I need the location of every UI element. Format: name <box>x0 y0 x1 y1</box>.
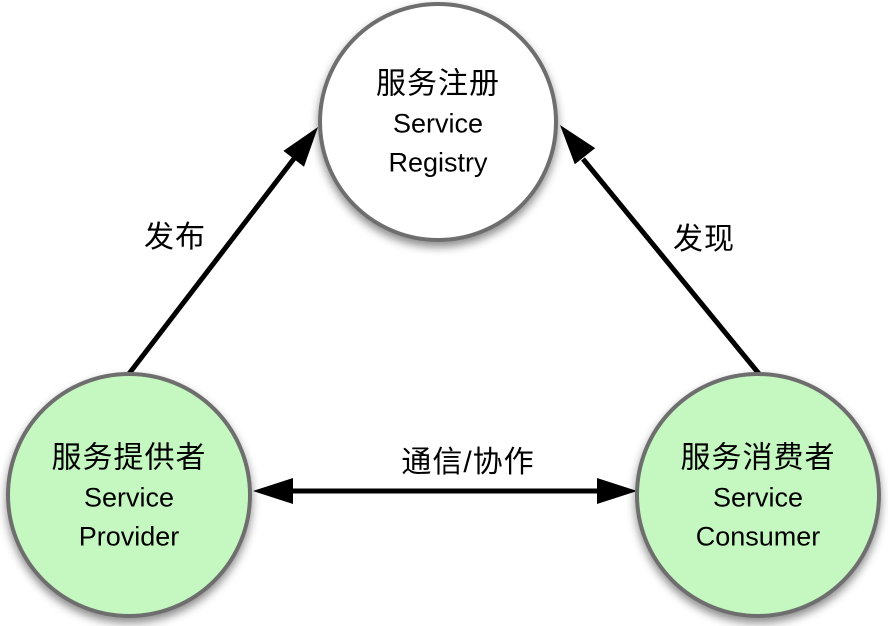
consumer-title-en-line2: Consumer <box>695 521 821 552</box>
communicate-edge-label: 通信/协作 <box>401 446 535 479</box>
provider-node-label: 服务提供者 Service Provider <box>0 438 269 557</box>
consumer-title-en-line1: Service <box>712 482 804 513</box>
registry-title-en-line2: Registry <box>388 147 488 178</box>
discover-edge-label: 发现 <box>673 223 735 256</box>
consumer-node-label: 服务消费者 Service Consumer <box>618 438 888 557</box>
registry-title-zh: 服务注册 <box>376 67 500 101</box>
consumer-node-circle <box>635 372 881 618</box>
discover-arrow <box>560 125 762 377</box>
publish-edge-label: 发布 <box>144 221 206 254</box>
discover-arrowhead-icon <box>560 125 596 165</box>
consumer-title-zh: 服务消费者 <box>680 441 836 475</box>
communicate-arrowhead-left-icon <box>253 478 293 504</box>
provider-title-zh: 服务提供者 <box>51 441 207 475</box>
publish-arrowhead-icon <box>283 127 318 167</box>
provider-node-circle <box>6 372 252 618</box>
registry-node-label: 服务注册 Service Registry <box>298 64 578 183</box>
discover-arrow-line <box>581 157 762 377</box>
provider-title-en-line1: Service <box>83 482 175 513</box>
registry-node-circle <box>318 2 558 242</box>
publish-arrow <box>126 127 318 377</box>
communicate-arrowhead-right-icon <box>597 478 637 504</box>
provider-title-en-line2: Provider <box>78 521 180 552</box>
registry-title-en-line1: Service <box>392 108 484 139</box>
publish-arrow-line <box>126 154 298 377</box>
communicate-arrow <box>253 478 637 504</box>
